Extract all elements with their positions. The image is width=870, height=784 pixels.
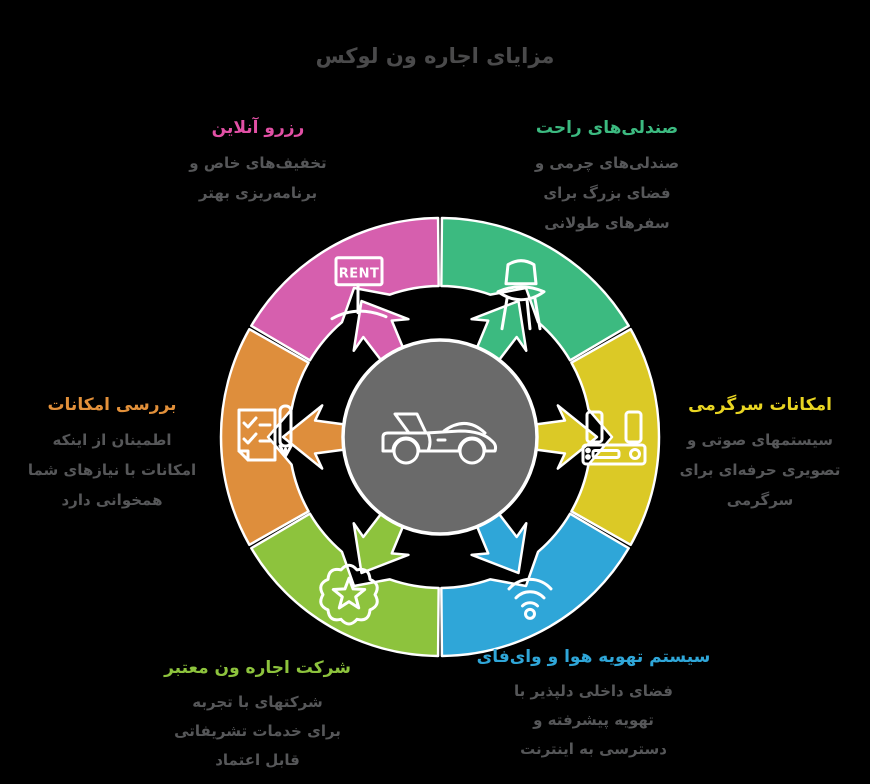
- label-online-reservation: رزرو آنلاین تخفیف‌های خاص و برنامه‌ریزی …: [138, 117, 378, 208]
- entertainment-features-segment: [570, 327, 661, 547]
- check-facilities-arrow: [281, 404, 348, 470]
- badge-star-icon: [319, 563, 379, 626]
- segment-description-reputable-company: شرکتهای با تجربه برای خدمات تشریفاتی قاب…: [174, 693, 341, 769]
- page-title: مزایای اجاره ون لوکس: [315, 44, 555, 68]
- entertainment-features-arrow: [532, 404, 599, 470]
- segment-description-entertainment-features: سیستمهای صوتی و تصویری حرفه‌ای برای سرگر…: [679, 431, 841, 509]
- label-ac-and-wifi: سیستم تهویه هوا و وای‌فای فضای داخلی دلپ…: [476, 643, 711, 764]
- rent-sign-icon: RENT: [330, 256, 388, 321]
- ac-and-wifi-segment: [440, 512, 630, 658]
- label-reputable-company: شرکت اجاره ون معتبر شرکتهای با تجربه برا…: [140, 657, 375, 775]
- label-comfortable-seats: صندلی‌های راحت صندلی‌های چرمی و فضای بزر…: [487, 117, 727, 238]
- label-entertainment-features: امکانات سرگرمی سیستمهای صوتی و تصویری حر…: [650, 394, 870, 515]
- comfortable-seats-arrow: [470, 299, 528, 363]
- segment-title-check-facilities: بررسی امکانات: [47, 395, 177, 415]
- segment-description-ac-and-wifi: فضای داخلی دلپذیر با تهویه پیشرفته و دست…: [514, 682, 673, 758]
- segment-description-comfortable-seats: صندلی‌های چرمی و فضای بزرگ برای سفرهای ط…: [534, 154, 680, 232]
- center-circle: [341, 338, 539, 536]
- segment-description-check-facilities: اطمینان از اینکه امکانات با نیازهای شما …: [27, 431, 197, 509]
- segment-title-reputable-company: شرکت اجاره ون معتبر: [164, 658, 351, 678]
- segment-description-online-reservation: تخفیف‌های خاص و برنامه‌ریزی بهتر: [189, 154, 327, 202]
- svg-text:RENT: RENT: [339, 267, 380, 282]
- checklist-pen-icon: [237, 404, 293, 462]
- reputable-company-arrow: [352, 511, 410, 575]
- online-reservation-segment: [250, 216, 440, 362]
- label-check-facilities: بررسی امکانات اطمینان از اینکه امکانات ب…: [2, 394, 222, 515]
- audio-system-icon: [581, 410, 647, 466]
- online-reservation-arrow: [352, 299, 410, 363]
- wifi-icon: [507, 577, 553, 620]
- segment-title-ac-and-wifi: سیستم تهویه هوا و وای‌فای: [476, 647, 711, 667]
- segment-title-entertainment-features: امکانات سرگرمی: [688, 395, 832, 415]
- segment-title-online-reservation: رزرو آنلاین: [211, 118, 305, 138]
- segment-title-comfortable-seats: صندلی‌های راحت: [535, 118, 679, 138]
- chair-icon: [496, 259, 546, 331]
- convertible-car-icon: [381, 412, 498, 465]
- check-facilities-segment: [219, 327, 310, 547]
- ac-and-wifi-arrow: [470, 511, 528, 575]
